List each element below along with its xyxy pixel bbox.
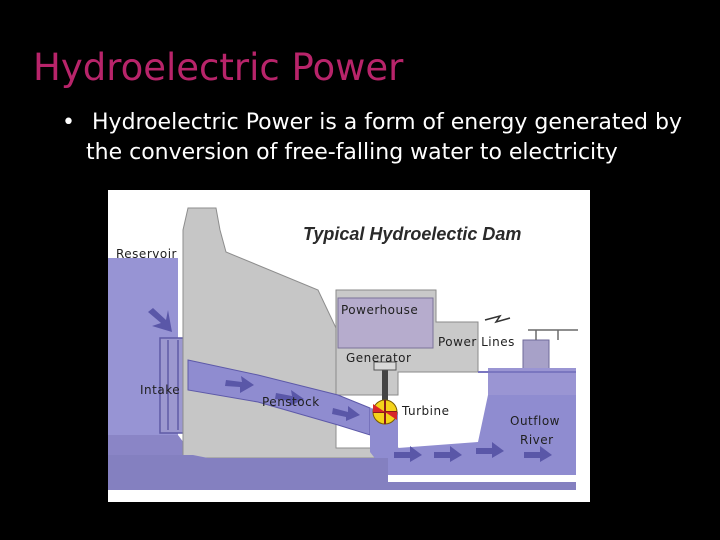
flow-arrow-icon bbox=[148, 308, 172, 332]
hydroelectric-dam-diagram: Typical Hydroelectic Dam Reservoir Power… bbox=[108, 190, 590, 502]
powerhouse bbox=[337, 297, 434, 349]
bullet-marker: • bbox=[62, 110, 75, 135]
label-power-lines: Power Lines bbox=[438, 335, 515, 349]
label-turbine: Turbine bbox=[401, 404, 450, 418]
reservoir-bed bbox=[108, 435, 193, 455]
diagram-title: Typical Hydroelectic Dam bbox=[303, 224, 521, 244]
transformer bbox=[522, 339, 550, 371]
bullet-point: • Hydroelectric Power is a form of energ… bbox=[62, 108, 702, 168]
dam-diagram-svg: Typical Hydroelectic Dam Reservoir Power… bbox=[108, 190, 590, 502]
flow-arrow-icon bbox=[476, 442, 504, 458]
turbine-icon bbox=[372, 399, 398, 425]
label-powerhouse: Powerhouse bbox=[341, 303, 418, 317]
generator bbox=[373, 361, 397, 371]
label-river: River bbox=[520, 433, 554, 447]
flow-arrows bbox=[148, 308, 552, 462]
label-outflow: Outflow bbox=[510, 414, 560, 428]
label-penstock: Penstock bbox=[262, 395, 320, 409]
river-water bbox=[488, 368, 576, 395]
label-intake: Intake bbox=[140, 383, 180, 397]
bullet-text: Hydroelectric Power is a form of energy … bbox=[86, 110, 682, 165]
flow-arrow-icon bbox=[394, 446, 422, 462]
flow-arrow-icon bbox=[524, 446, 552, 462]
flow-arrow-icon bbox=[225, 376, 254, 393]
flow-arrow-icon bbox=[332, 406, 360, 421]
flow-arrow-icon bbox=[434, 446, 462, 462]
ground bbox=[108, 455, 576, 490]
generator-shaft bbox=[382, 368, 388, 404]
flow-arrow-icon bbox=[275, 390, 304, 406]
label-reservoir: Reservoir bbox=[116, 247, 177, 261]
label-generator: Generator bbox=[346, 351, 411, 365]
slide-title: Hydroelectric Power bbox=[33, 46, 404, 89]
electricity-bolt-icon bbox=[484, 314, 511, 324]
